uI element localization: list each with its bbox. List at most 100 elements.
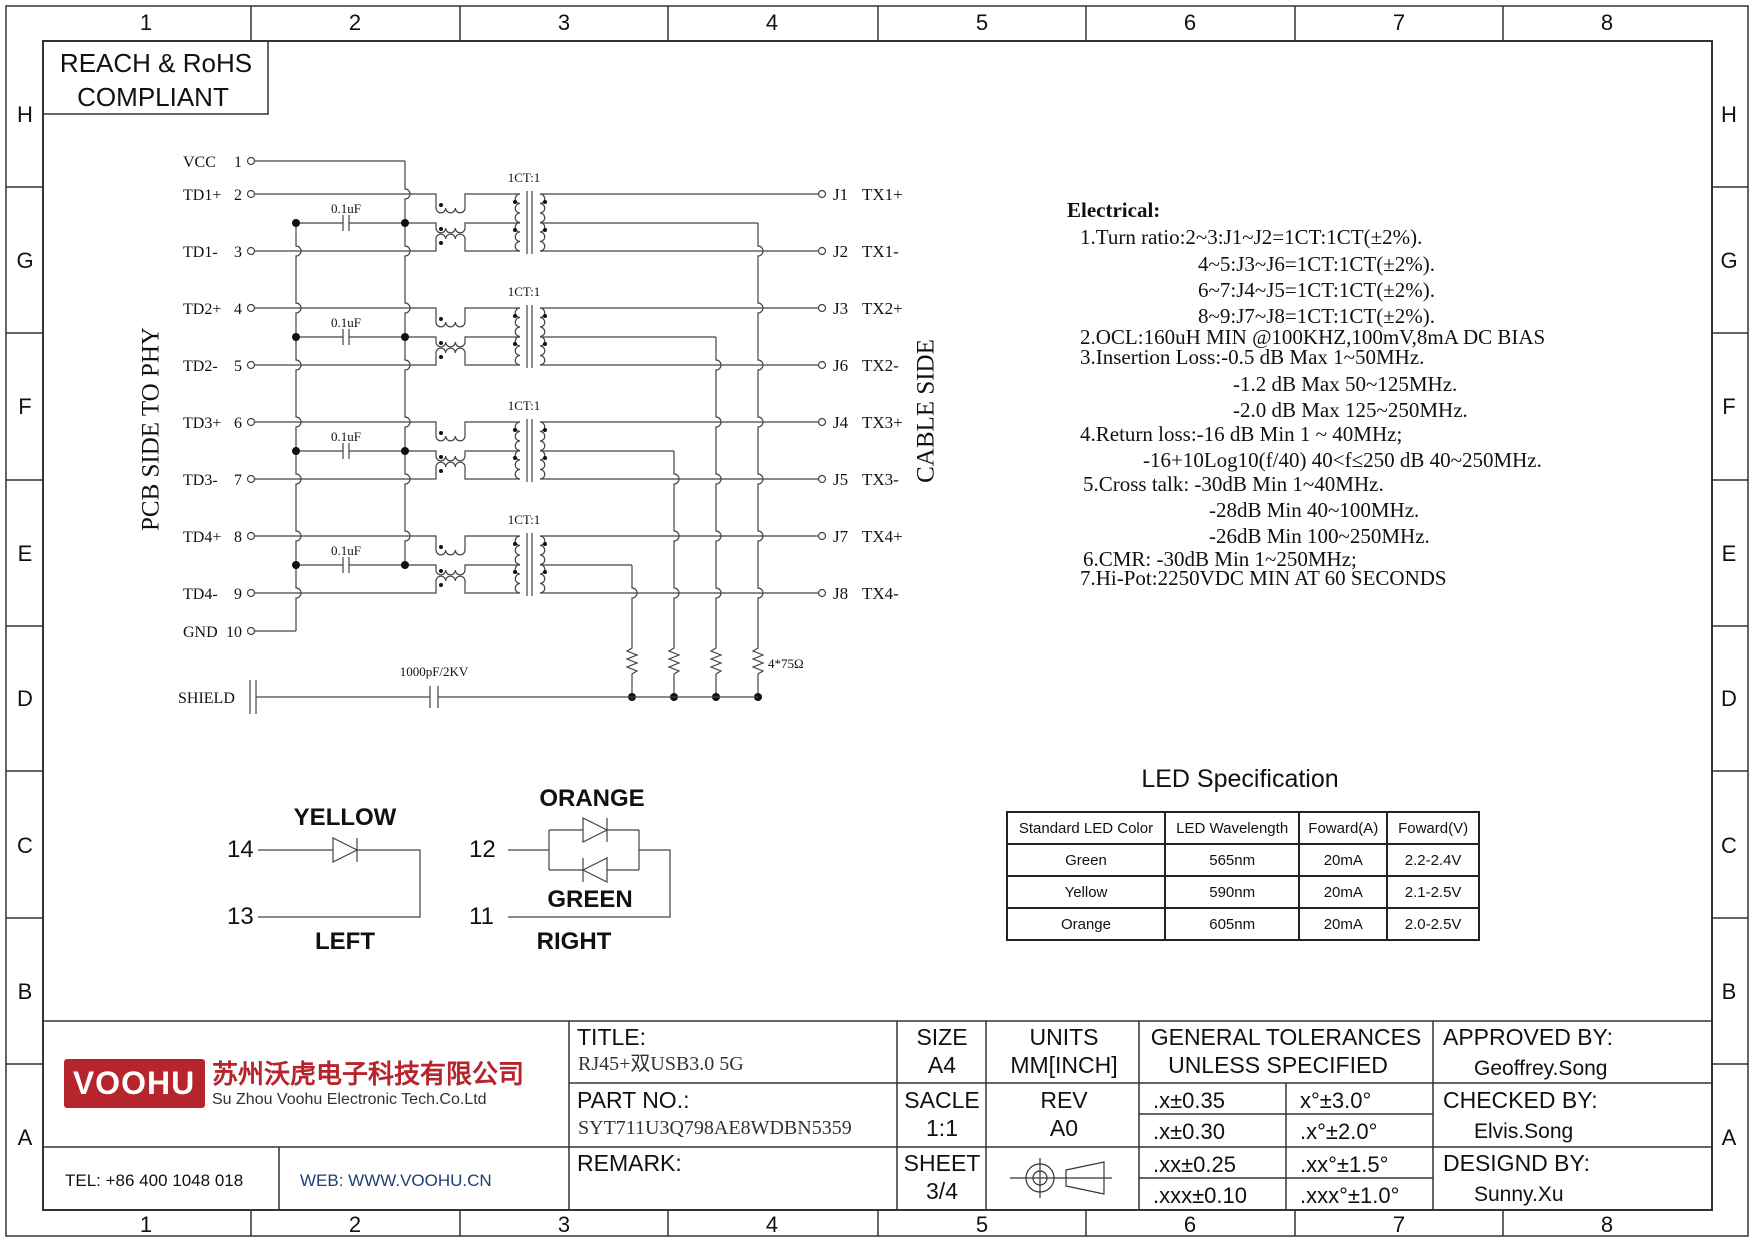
polarity-dot — [513, 314, 517, 318]
polarity-dot — [439, 317, 443, 321]
logo-text: VOOHU — [72, 1065, 196, 1101]
left-pin-number: 2 — [234, 187, 242, 204]
zone-column-label: 8 — [1601, 1212, 1613, 1237]
capacitor-icon — [342, 557, 350, 573]
polarity-dot — [543, 342, 547, 346]
pin-terminal-icon — [817, 246, 827, 256]
approved-label: APPROVED BY: — [1443, 1024, 1614, 1050]
table-row: Green 565nm 20mA 2.2-2.4V — [1006, 843, 1480, 877]
table-header-row: Standard LED Color LED Wavelength Foward… — [1006, 811, 1480, 845]
pin-terminal-icon — [246, 417, 256, 427]
yellow-diode-icon — [332, 837, 359, 863]
td-plus-wire — [255, 535, 520, 556]
pin-terminal-icon — [817, 417, 827, 427]
right-pin-number: J4 — [833, 413, 849, 432]
left-pin-number: 1 — [234, 154, 242, 171]
right-pin-signal: TX2+ — [862, 299, 903, 318]
left-pin-number: 3 — [234, 244, 242, 261]
zone-column-label: 1 — [140, 1212, 152, 1237]
termination-resistor-icon — [667, 451, 681, 697]
remark-label: REMARK: — [577, 1150, 682, 1176]
company-name-en: Su Zhou Voohu Electronic Tech.Co.Ltd — [212, 1091, 487, 1108]
electrical-spec-line: -2.0 dB Max 125~250MHz. — [1233, 398, 1468, 422]
left-pin-name: GND — [183, 624, 218, 641]
td-minus-wire — [255, 575, 520, 594]
table-cell: 590nm — [1163, 875, 1301, 909]
electrical-spec-line: 6.CMR: -30dB Min 1~250MHz; — [1083, 547, 1357, 571]
primary-coil-icon — [514, 307, 521, 366]
right-pin-signal: TX1+ — [862, 185, 903, 204]
pin-terminal-icon — [817, 360, 827, 370]
pin-terminal-icon — [817, 588, 827, 598]
outer-border — [5, 5, 1749, 1237]
pin-terminal-icon — [246, 246, 256, 256]
tolerance-value: .x±0.35 — [1153, 1088, 1226, 1113]
junction-dot — [292, 447, 300, 455]
title-value: RJ45+双USB3.0 5G — [578, 1053, 744, 1075]
pin-terminal-icon — [246, 531, 256, 541]
zone-column-label: 2 — [349, 10, 361, 35]
right-pin-number: J5 — [833, 470, 848, 489]
table-cell: 2.1-2.5V — [1386, 875, 1480, 909]
size-value: A4 — [927, 1052, 957, 1078]
zone-row-label: B — [1722, 979, 1737, 1004]
junction-dot — [401, 333, 409, 341]
pcb-side-label: PCB SIDE TO PHY — [137, 327, 165, 531]
zone-row-label: G — [16, 248, 33, 273]
junction-dot — [292, 561, 300, 569]
electrical-spec-line: 7.Hi-Pot:2250VDC MIN AT 60 SECONDS — [1080, 566, 1447, 590]
led-pin-13: 13 — [227, 903, 254, 930]
scale-label: SACLE — [904, 1087, 980, 1113]
left-pin-number: 6 — [234, 415, 242, 432]
right-pin-signal: TX3- — [862, 470, 899, 489]
right-pin-number: J8 — [833, 584, 848, 603]
led-spec-title: LED Specification — [1141, 765, 1339, 793]
shield-capacitor-icon — [429, 686, 439, 708]
left-pin-number: 4 — [234, 301, 242, 318]
td-plus-wire — [255, 307, 520, 328]
zone-row-label: G — [1720, 248, 1737, 273]
right-pin-signal: TX2- — [862, 356, 899, 375]
right-pin-number: J3 — [833, 299, 848, 318]
cable-side-label: CABLE SIDE — [912, 339, 940, 483]
polarity-dot — [439, 227, 443, 231]
led-spec-table: Standard LED Color LED Wavelength Foward… — [1006, 811, 1480, 941]
zone-row-label: H — [17, 102, 33, 127]
size-label: SIZE — [916, 1024, 968, 1050]
td-minus-wire — [255, 461, 520, 480]
center-tap-wire — [296, 336, 520, 348]
title-block-grid — [43, 1020, 1712, 1210]
pin-terminal-icon — [817, 303, 827, 313]
tel-text: TEL: +86 400 1048 018 — [65, 1171, 244, 1190]
junction-dot — [401, 219, 409, 227]
web-link[interactable]: WEB: WWW.VOOHU.CN — [300, 1171, 492, 1190]
tolerance-value: x°±3.0° — [1300, 1088, 1372, 1113]
left-pin-name: TD1- — [183, 244, 218, 261]
turns-ratio-label: 1CT:1 — [508, 284, 541, 299]
electrical-spec-line: 3.Insertion Loss:-0.5 dB Max 1~50MHz. — [1080, 345, 1425, 369]
left-pin-number: 8 — [234, 529, 242, 546]
polarity-dot — [439, 341, 443, 345]
table-cell: Yellow — [1006, 875, 1166, 909]
turns-ratio-label: 1CT:1 — [508, 512, 541, 527]
electrical-spec-line: 6~7:J4~J5=1CT:1CT(±2%). — [1198, 278, 1435, 302]
capacitor-icon — [342, 443, 350, 459]
left-pin-name: TD3+ — [183, 415, 221, 432]
polarity-dot — [439, 469, 443, 473]
zone-row-label: D — [17, 686, 33, 711]
tolerance-value: .x°±2.0° — [1300, 1119, 1378, 1144]
green-label: GREEN — [547, 886, 633, 913]
polarity-dot — [543, 428, 547, 432]
left-pin-name: TD2+ — [183, 301, 221, 318]
electrical-spec-line: -28dB Min 40~100MHz. — [1209, 498, 1420, 522]
zone-row-label: A — [1722, 1125, 1737, 1150]
capacitor-icon — [342, 329, 350, 345]
yellow-label: YELLOW — [293, 804, 397, 831]
electrical-spec-line: 5.Cross talk: -30dB Min 1~40MHz. — [1083, 472, 1384, 496]
zone-row-label: C — [1721, 833, 1737, 858]
capacitor-icon — [342, 215, 350, 231]
transformer-core-icon — [526, 419, 533, 482]
table-cell: Orange — [1006, 907, 1166, 941]
